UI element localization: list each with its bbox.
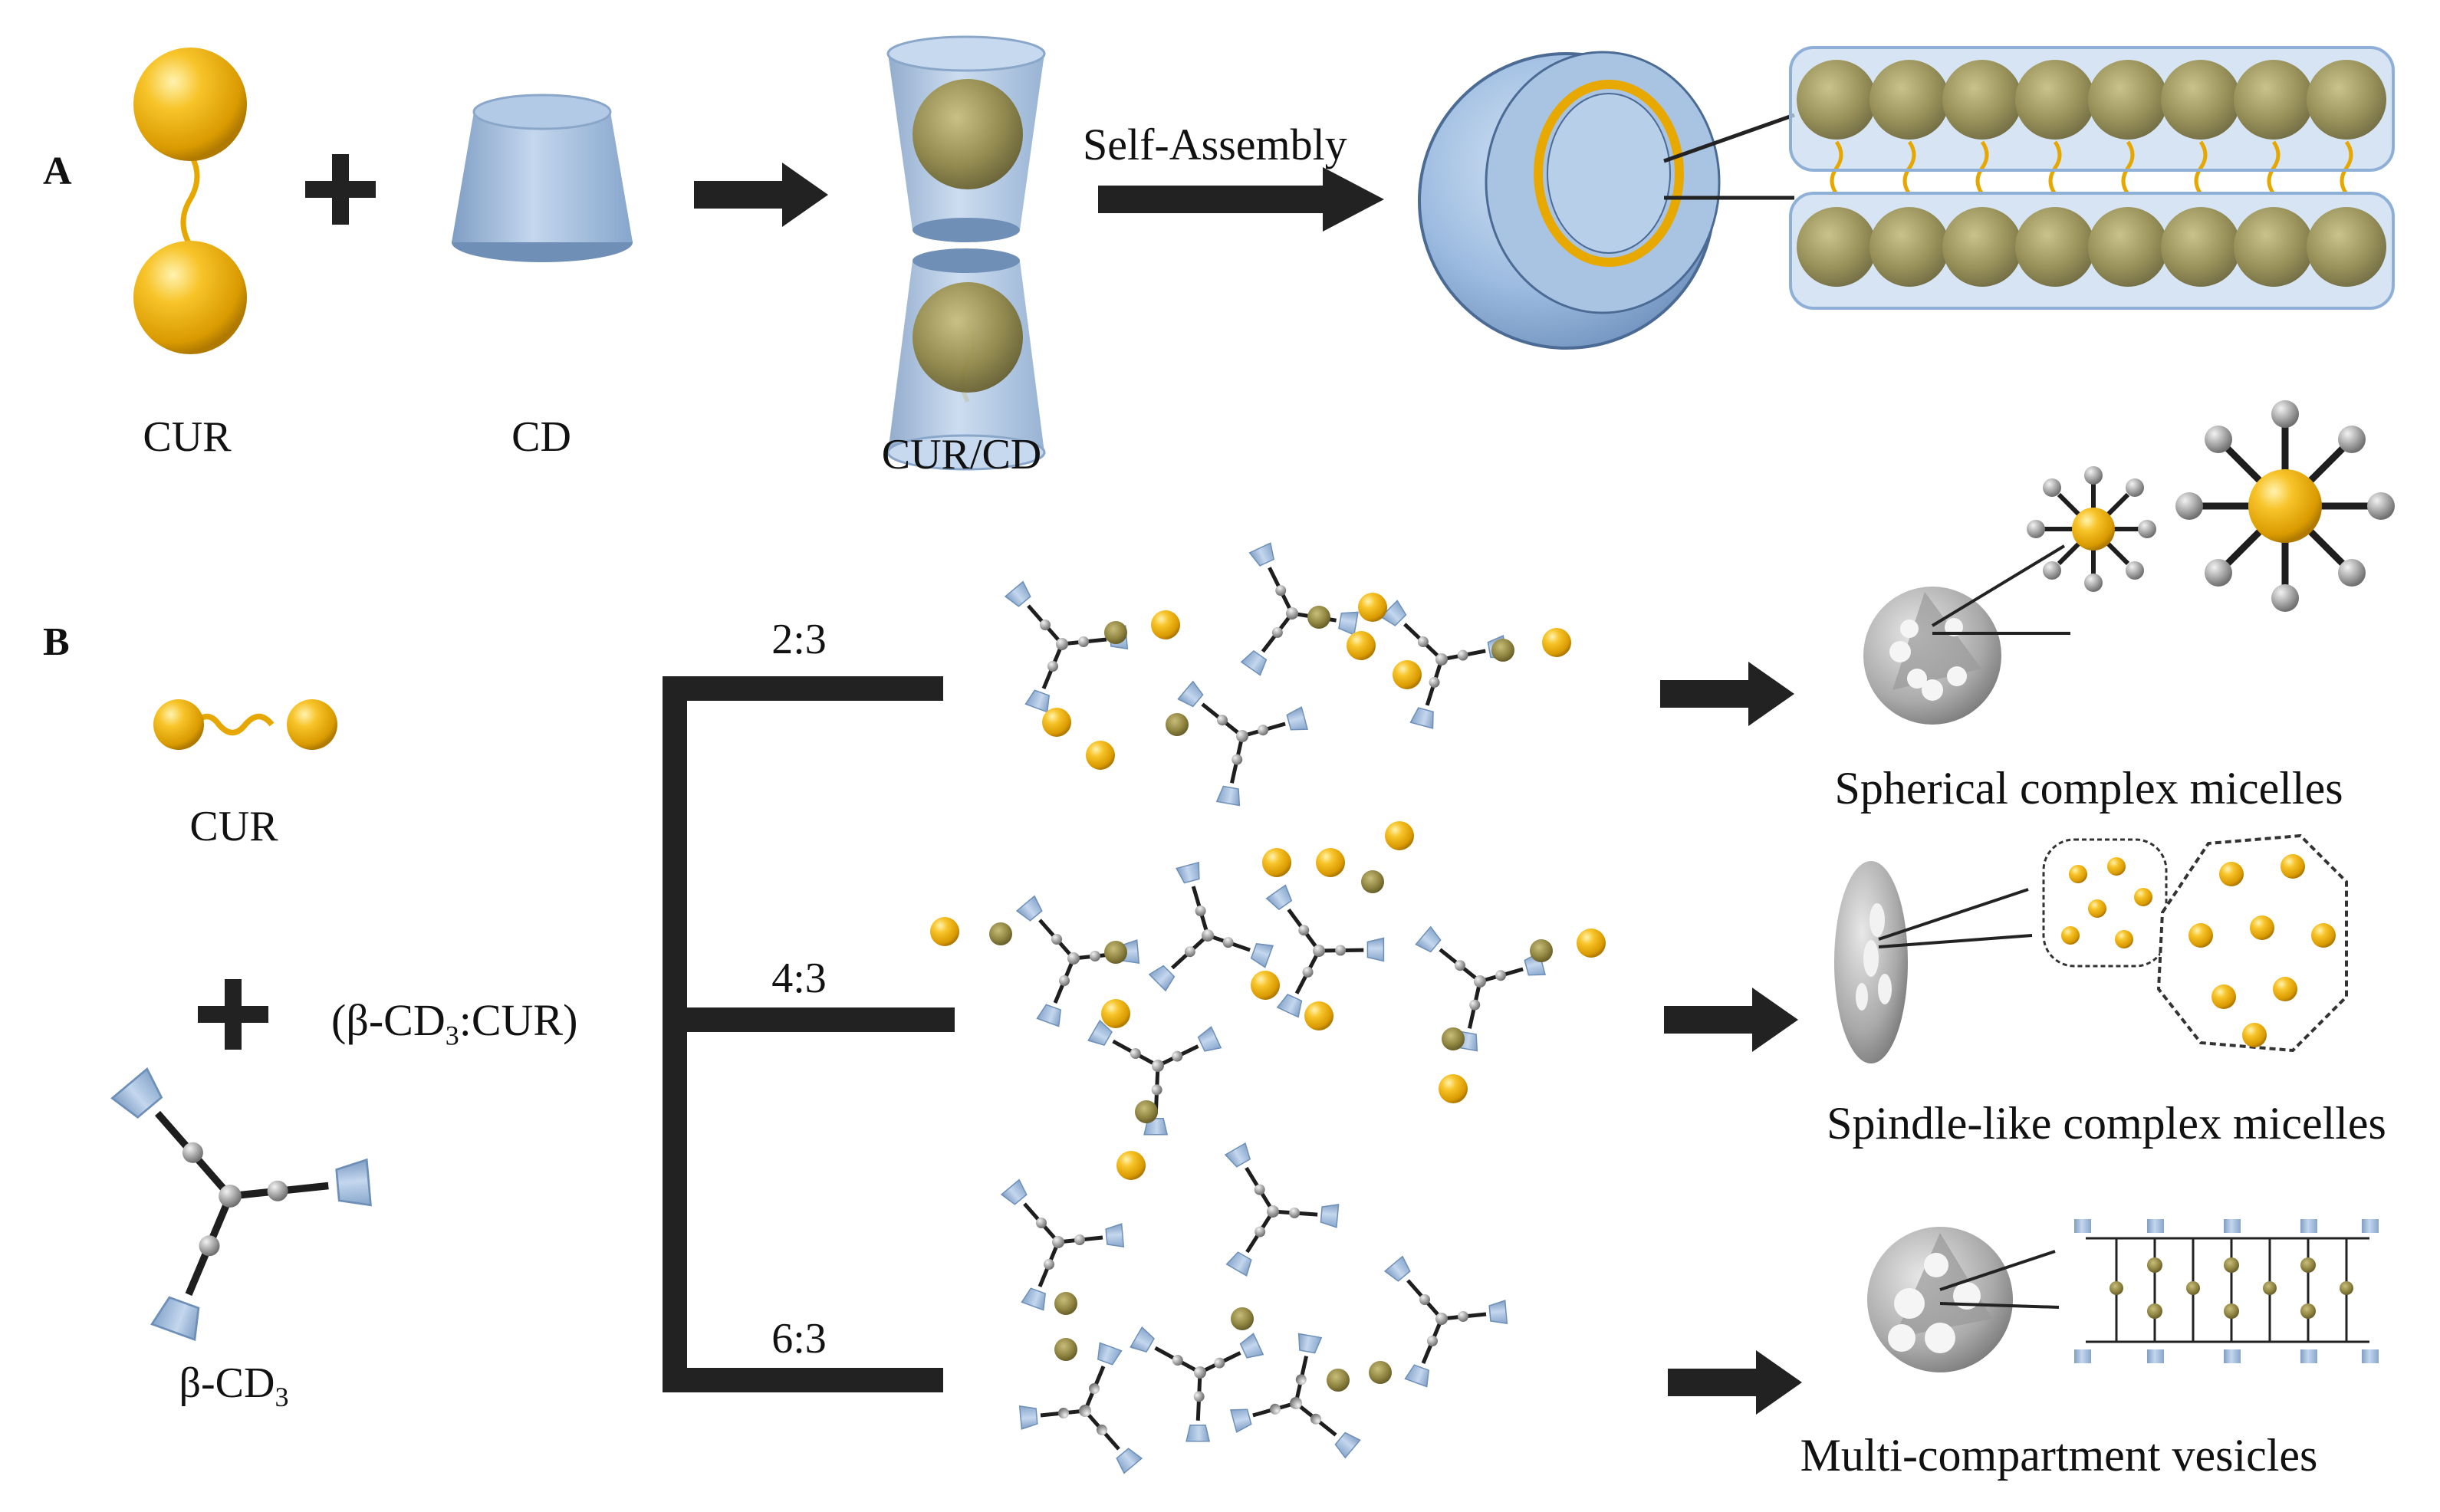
self-assembly-label: Self-Assembly (1083, 120, 1347, 169)
cur-cd-complex (886, 35, 1046, 471)
spindle-micelle (1834, 861, 2033, 1063)
molecules-ratio-6-3 (1001, 1140, 1507, 1476)
panel-a-label: A (43, 150, 72, 193)
multi-compartment-vesicle (1867, 1227, 2060, 1372)
spindle-core-detail-small (2042, 838, 2168, 968)
result-spherical-label: Spherical complex micelles (1834, 763, 2343, 814)
result-vesicles-label: Multi-compartment vesicles (1800, 1430, 2318, 1481)
panel-b-label: B (43, 620, 70, 664)
vesicle-bilayer-detail (2086, 1237, 2369, 1343)
vesicle-sphere (1418, 51, 1795, 350)
arrow-4-3-icon (1664, 988, 1798, 1052)
beta-cd3-label: β-CD3 (179, 1359, 289, 1413)
plus-icon (305, 154, 376, 225)
cd-label: CD (511, 413, 571, 461)
beta-cd3-tripod (112, 1069, 370, 1339)
ratio-6-3-label: 6:3 (771, 1315, 827, 1362)
cur-dumbbell-a (133, 48, 247, 354)
reaction-arrow-icon (694, 163, 828, 227)
spindle-core-detail-large (2156, 833, 2348, 1053)
branch-bracket (663, 676, 955, 1392)
arrow-2-3-icon (1660, 662, 1794, 726)
self-assembly-arrow-icon (1098, 167, 1384, 232)
cur-dumbbell-b (153, 699, 337, 750)
micelle-core-detail-large (2175, 400, 2395, 612)
ratio-2-3-label: 2:3 (771, 616, 827, 663)
micelle-core-detail-small (2027, 466, 2156, 592)
bilayer-detail (1789, 46, 2395, 310)
cur-cd-label: CUR/CD (881, 431, 1042, 478)
molecules-ratio-4-3 (930, 821, 1606, 1180)
ratio-legend: (β-CD3:CUR) (331, 995, 578, 1051)
arrow-6-3-icon (1668, 1350, 1802, 1415)
molecules-ratio-2-3 (1005, 538, 1571, 813)
vesicle-bilayer-beads (2074, 1219, 2379, 1363)
cur-label-a: CUR (143, 413, 232, 461)
cyclodextrin-cone (452, 94, 633, 262)
plus-icon-b (198, 979, 268, 1050)
cur-label-b: CUR (189, 803, 278, 850)
result-spindle-label: Spindle-like complex micelles (1827, 1098, 2386, 1149)
spherical-micelle (1863, 544, 2070, 725)
ratio-4-3-label: 4:3 (771, 955, 827, 1002)
